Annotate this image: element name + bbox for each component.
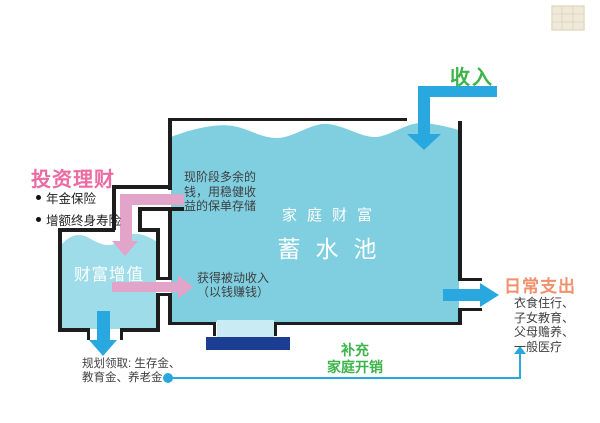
bullet-icon [36, 217, 41, 222]
drain-water [217, 320, 274, 337]
growth-wall-bottom-left [58, 328, 90, 332]
tank-wall-bottom-right [274, 322, 462, 325]
expenses-list: 衣食住行、 子女教育、 父母赡养、 一般医疗 [514, 296, 574, 354]
supplement-line: 补充 [341, 342, 369, 358]
tank-wall-bottom-left [168, 322, 216, 325]
withdraw-note-line: 教育金、养老金 [82, 372, 163, 384]
expense-arrow-head-icon [480, 283, 499, 307]
drain-wall-left [213, 322, 216, 336]
income-arrow-shaft-h [418, 86, 497, 97]
withdraw-note: 规划领取: 生存金、 教育金、养老金 [82, 357, 180, 385]
duct-wall-top [112, 185, 172, 189]
withdraw-note-line: 规划领取: 生存金、 [82, 358, 181, 370]
lower-duct-top [158, 277, 172, 280]
growth-wall-right-upper [156, 228, 160, 280]
passive-income-note: 获得被动收入 （以钱赚钱） [197, 271, 269, 299]
outlet-spout-top [458, 278, 482, 281]
drain-wall-right [274, 322, 277, 336]
duct-wall-outer [112, 185, 116, 230]
duct-wall-inner [138, 207, 142, 230]
lower-duct-bottom [158, 293, 172, 296]
tank-wall-top [168, 118, 407, 121]
reservoir-water [171, 122, 459, 322]
tank-wall-left-mid [168, 209, 172, 277]
transfer-arrow-shaft-h [126, 194, 184, 205]
list-item: 年金保险 [36, 188, 121, 207]
expense-item: 子女教育、 [514, 310, 575, 325]
passive-note-line: （以钱赚钱） [197, 285, 270, 299]
investment-title: 投资理财 [31, 169, 115, 191]
transfer-arrow-head-icon [112, 241, 138, 256]
withdraw-arrow-shaft [97, 311, 110, 340]
expense-item: 父母赡养、 [514, 325, 575, 339]
expense-arrow-shaft [443, 289, 480, 301]
supplement-line: 家庭开销 [327, 359, 383, 375]
income-label: 收入 [450, 67, 494, 89]
bullet-icon [36, 195, 41, 200]
tank-wall-right-lower [458, 311, 462, 325]
investment-list: 年金保险 增额终身寿险 [36, 188, 121, 232]
supplement-label: 补充 家庭开销 [318, 342, 392, 376]
expenses-title: 日常支出 [504, 277, 576, 296]
connector-line-h [168, 377, 521, 379]
reservoir-title-line1: 家庭财富 [281, 207, 382, 224]
deposit-note: 现阶段多余的 钱，用稳健收 益的保单存储 [184, 170, 256, 214]
passive-income-arrow-head-icon [178, 275, 193, 299]
investment-item-label: 年金保险 [46, 192, 97, 206]
list-item: 增额终身寿险 [36, 210, 121, 229]
tank-pedestal [206, 337, 290, 350]
growth-drain-lip-left [87, 328, 90, 340]
connector-arrow-head-icon [514, 346, 526, 354]
growth-wall-left [58, 228, 62, 332]
transfer-arrow-shaft-v [120, 194, 132, 241]
growth-drain-lip-right [120, 328, 123, 340]
connector-line-v [519, 353, 521, 378]
passive-note-line: 获得被动收入 [197, 271, 270, 285]
growth-wall-bottom-right [122, 328, 160, 332]
growth-tank-label: 财富增值 [74, 266, 144, 284]
deposit-note-line: 钱，用稳健收 [184, 184, 257, 199]
deposit-note-line: 益的保单存储 [184, 199, 257, 213]
duct-wall-bottom [138, 207, 184, 211]
passive-income-arrow-shaft [112, 282, 178, 292]
corner-stamp-icon [551, 5, 585, 31]
investment-item-label: 增额终身寿险 [46, 214, 122, 228]
outlet-spout-bottom [458, 308, 482, 311]
growth-tank-water [62, 233, 156, 329]
expense-item: 衣食住行、 [514, 296, 575, 310]
tank-wall-left-upper [168, 118, 172, 190]
tank-wall-left-lower [168, 295, 172, 325]
growth-wall-top-left [58, 228, 115, 232]
tank-wall-right-upper [458, 121, 462, 278]
growth-wall-top-right [138, 228, 160, 232]
reservoir-title-line2: 蓄水池 [277, 236, 392, 262]
income-arrow-head-icon [407, 134, 441, 150]
withdraw-arrow-head-icon [89, 340, 117, 356]
deposit-note-line: 现阶段多余的 [184, 170, 257, 184]
growth-wall-right-lower [156, 293, 160, 332]
income-arrow-shaft-v [418, 86, 430, 134]
expense-item: 一般医疗 [514, 339, 563, 354]
